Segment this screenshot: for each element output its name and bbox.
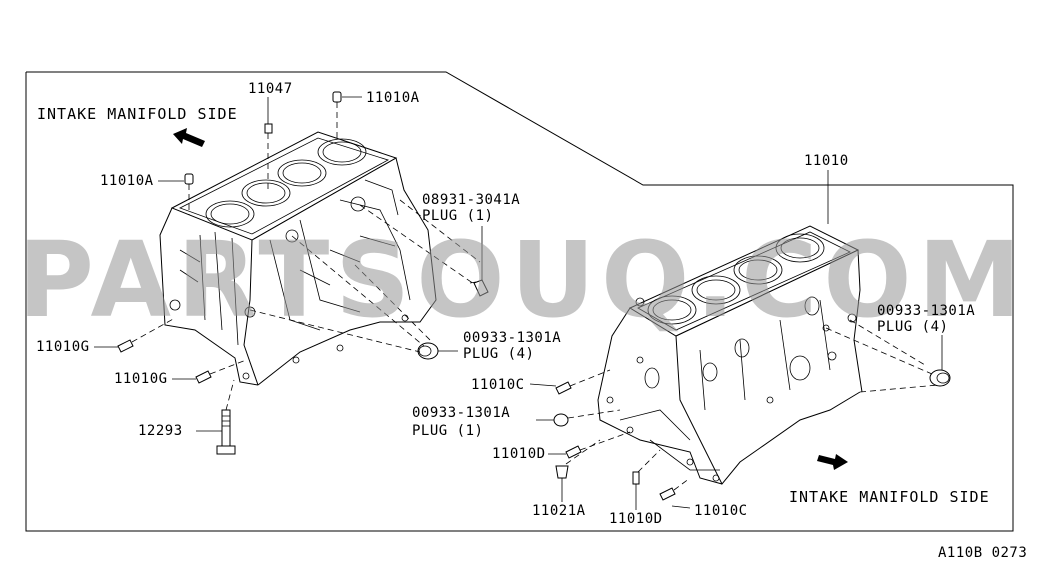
part-11010d-upper-label[interactable]: 11010D bbox=[492, 446, 546, 462]
part-11010a-left-label[interactable]: 11010A bbox=[100, 173, 154, 189]
intake-manifold-side-label-left: INTAKE MANIFOLD SIDE bbox=[37, 105, 238, 123]
right-parts bbox=[529, 170, 951, 510]
part-00933-right-label[interactable]: 00933-1301A bbox=[877, 303, 976, 319]
part-11010a-top-label[interactable]: 11010A bbox=[366, 90, 420, 106]
part-08931-plug-label: PLUG (1) bbox=[422, 208, 494, 224]
part-12293-label[interactable]: 12293 bbox=[138, 423, 183, 439]
part-00933-right-plug-label: PLUG (4) bbox=[877, 319, 949, 335]
part-11010c-lower-label[interactable]: 11010C bbox=[694, 503, 748, 519]
part-00933-low-plug-label: PLUG (1) bbox=[412, 423, 484, 439]
part-08931-label[interactable]: 08931-3041A bbox=[422, 192, 521, 208]
diagram-frame bbox=[25, 71, 1014, 532]
part-11010-assembly-label[interactable]: 11010 bbox=[804, 153, 849, 169]
part-11010g-upper-label[interactable]: 11010G bbox=[36, 339, 90, 355]
part-11010g-lower-label[interactable]: 11010G bbox=[114, 371, 168, 387]
part-00933-mid-plug-label: PLUG (4) bbox=[463, 346, 535, 362]
part-11021a-label[interactable]: 11021A bbox=[532, 503, 586, 519]
right-cylinder-block bbox=[597, 225, 863, 485]
part-11010d-lower-label[interactable]: 11010D bbox=[609, 511, 663, 527]
left-parts bbox=[94, 91, 489, 455]
part-11047-label[interactable]: 11047 bbox=[248, 81, 293, 97]
intake-manifold-side-label-right: INTAKE MANIFOLD SIDE bbox=[789, 488, 990, 506]
part-11010c-upper-label[interactable]: 11010C bbox=[471, 377, 525, 393]
part-00933-low-label[interactable]: 00933-1301A bbox=[412, 405, 511, 421]
watermark: PARTSOUQ.COM bbox=[17, 219, 1028, 341]
diagram-code: A110B 0273 bbox=[938, 545, 1028, 561]
part-00933-mid-label[interactable]: 00933-1301A bbox=[463, 330, 562, 346]
